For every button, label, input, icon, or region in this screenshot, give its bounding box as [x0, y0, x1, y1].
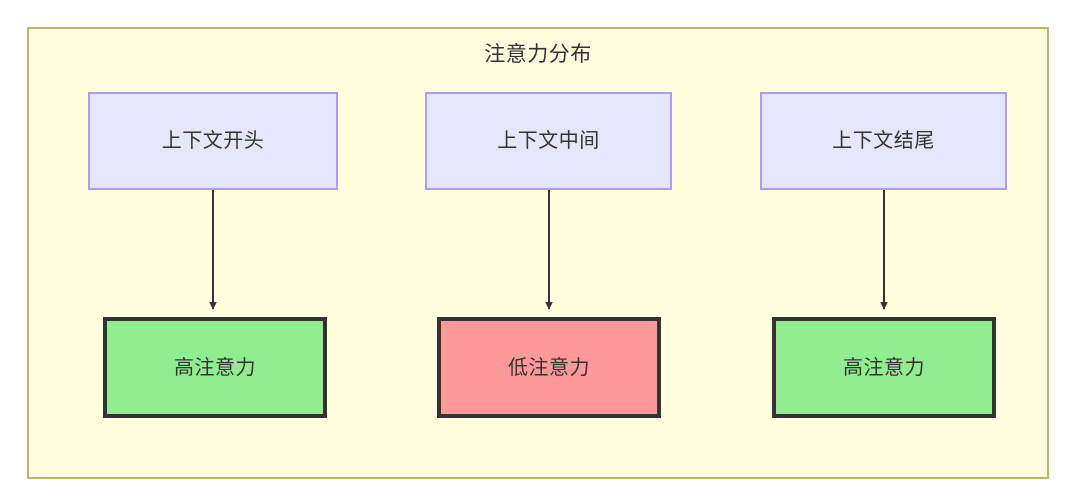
node-context-middle[interactable]: 上下文中间	[425, 92, 672, 190]
node-label: 高注意力	[174, 356, 256, 379]
node-context-end[interactable]: 上下文结尾	[760, 92, 1007, 190]
node-attention-low-middle[interactable]: 低注意力	[437, 317, 661, 418]
node-context-start[interactable]: 上下文开头	[88, 92, 338, 190]
subgraph-title: 注意力分布	[484, 43, 592, 66]
node-label: 低注意力	[508, 356, 590, 379]
node-label: 高注意力	[843, 356, 925, 379]
node-attention-high-end[interactable]: 高注意力	[772, 317, 996, 418]
node-label: 上下文中间	[497, 130, 600, 152]
node-label: 上下文结尾	[832, 130, 935, 152]
node-attention-high-start[interactable]: 高注意力	[103, 317, 327, 418]
node-label: 上下文开头	[161, 130, 265, 152]
